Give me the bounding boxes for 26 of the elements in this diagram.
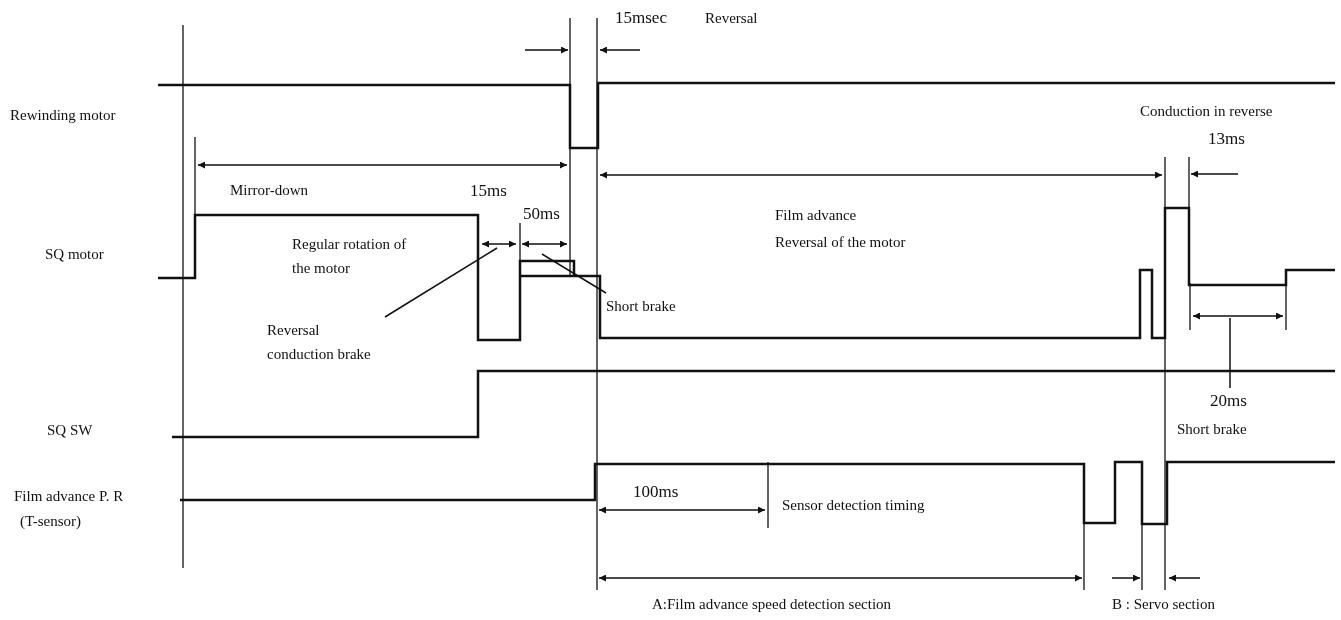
- diagram-label: A:Film advance speed detection section: [652, 595, 892, 613]
- leader-line: [541, 253, 607, 294]
- leader-line: [1229, 317, 1231, 389]
- diagram-label: Reversal of the motor: [775, 233, 906, 251]
- diagram-label: (T-sensor): [20, 512, 82, 530]
- callout-text: 20ms: [1210, 389, 1260, 413]
- diagram-label: 15msec: [615, 9, 667, 27]
- diagram-label: 50ms: [523, 205, 560, 223]
- diagram-label: Film advance: [775, 206, 857, 224]
- diagram-label: SQ motor: [45, 245, 104, 263]
- diagram-label: 13ms: [1208, 130, 1245, 148]
- diagram-label: 15ms: [470, 182, 507, 200]
- callout-text: Short brake: [606, 294, 706, 318]
- leader-line: [384, 247, 498, 318]
- callout-text: Reversal conduction brake: [267, 318, 385, 366]
- diagram-label: B : Servo section: [1112, 595, 1215, 613]
- diagram-label: Sensor detection timing: [782, 496, 925, 514]
- diagram-label: Conduction in reverse: [1140, 102, 1273, 120]
- diagram-label: Short brake: [1177, 420, 1247, 438]
- diagram-label: Reversal: [705, 9, 758, 27]
- diagram-label: Regular rotation of the motor: [292, 235, 408, 278]
- diagram-label: Rewinding motor: [10, 106, 116, 124]
- diagram-label: Film advance P. R: [14, 487, 124, 505]
- diagram-label: SQ SW: [47, 421, 93, 439]
- diagram-label: Mirror-down: [230, 181, 309, 199]
- diagram-label: 100ms: [633, 483, 679, 501]
